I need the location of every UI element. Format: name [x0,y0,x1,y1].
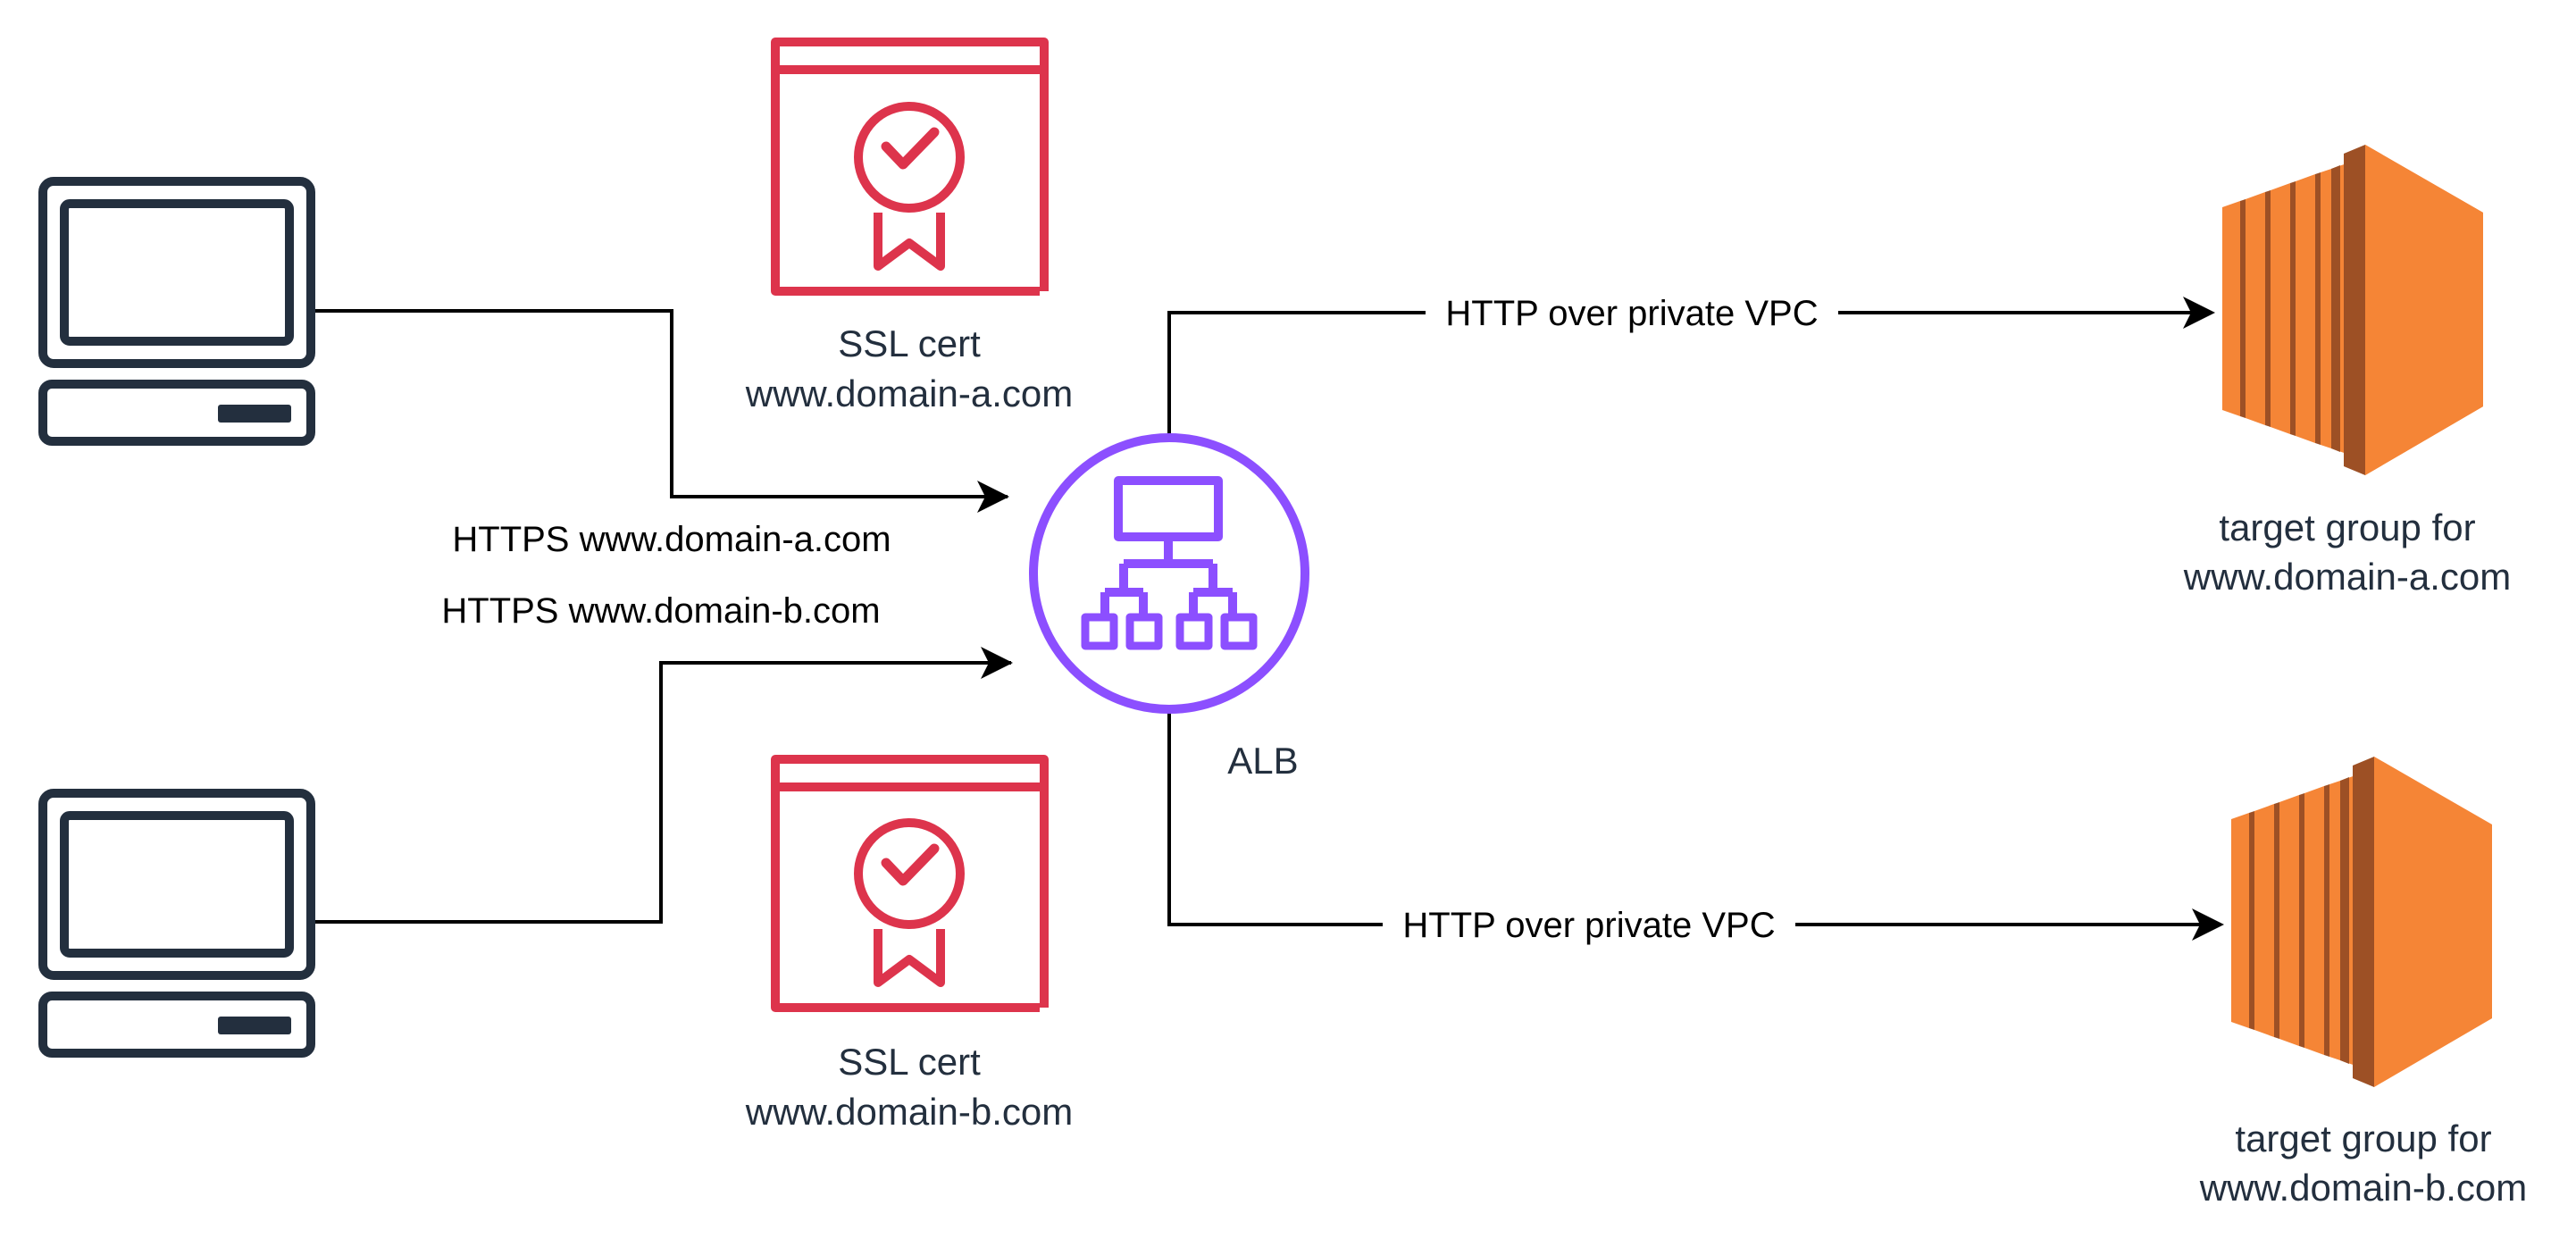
target-group-b-title: target group for [2235,1117,2491,1159]
arrow-alb-to-target-a-icon [2183,297,2215,329]
alb-label: ALB [1227,740,1298,782]
ssl-certificate-icon [771,38,1049,296]
application-load-balancer-icon [1029,433,1309,714]
arrow-client-a-to-alb-icon [977,481,1009,513]
ssl-cert-b-title: SSL cert [838,1041,981,1083]
edges [314,297,2224,941]
edge-alb-to-target-a [1167,311,2212,436]
target-group-a: target group for www.domain-a.com [2183,145,2511,598]
ssl-cert-a-title: SSL cert [838,322,981,364]
ec2-instances-icon [2231,757,2492,1087]
ssl-certificate-icon [771,755,1049,1012]
target-group-b-domain: www.domain-b.com [2199,1167,2527,1209]
edge-label-to-target-a: HTTP over private VPC [1445,294,1818,333]
edge-labels: HTTPS www.domain-a.com HTTPS www.domain-… [441,288,1838,945]
target-group-b: target group for www.domain-b.com [2199,757,2527,1209]
alb-node: ALB [1029,433,1309,782]
ssl-cert-b-domain: www.domain-b.com [745,1091,1073,1133]
edge-label-client-a: HTTPS www.domain-a.com [452,520,891,559]
client-b [38,789,315,1058]
target-group-a-domain: www.domain-a.com [2183,556,2511,598]
edge-client-b-to-alb [314,661,1011,924]
arrow-client-b-to-alb-icon [981,647,1013,679]
desktop-computer-icon [38,177,315,446]
ssl-cert-b: SSL cert www.domain-b.com [745,755,1073,1133]
ssl-cert-a-domain: www.domain-a.com [745,372,1073,414]
arrow-alb-to-target-b-icon [2192,908,2224,941]
desktop-computer-icon [38,789,315,1058]
edge-label-to-target-b: HTTP over private VPC [1402,906,1775,945]
client-a [38,177,315,446]
edge-label-client-b: HTTPS www.domain-b.com [441,591,880,631]
edge-alb-to-target-b [1167,711,2221,926]
target-group-a-title: target group for [2219,506,2475,548]
edge-client-a-to-alb [314,309,1008,498]
ssl-cert-a: SSL cert www.domain-a.com [745,38,1073,414]
ec2-instances-icon [2222,145,2483,475]
